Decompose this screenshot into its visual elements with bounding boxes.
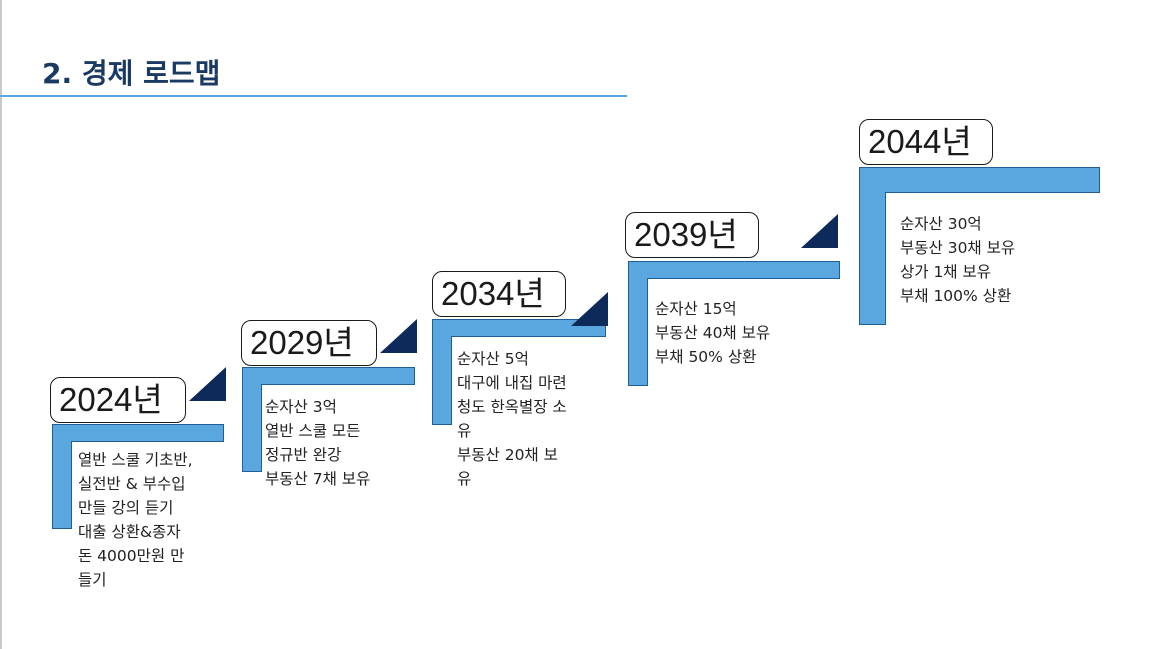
- slide-title: 2. 경제 로드맵: [42, 57, 221, 90]
- goal-line: 유: [457, 422, 472, 440]
- step-bar: [52, 424, 224, 442]
- goal-line: 돈 4000만원 만: [78, 547, 185, 565]
- step-post: [432, 336, 452, 425]
- year-label: 2029년: [241, 320, 377, 366]
- step-post: [859, 192, 886, 325]
- arrow-triangle: [188, 366, 228, 402]
- goal-line: 들기: [78, 571, 107, 589]
- goal-line: 청도 한옥별장 소: [457, 398, 567, 416]
- goal-line: 부채 100% 상환: [900, 287, 1012, 305]
- goal-line: 대구에 내집 마련: [457, 374, 567, 392]
- goal-line: 부동산 20채 보: [457, 446, 558, 464]
- arrow-triangle: [800, 213, 840, 249]
- step-post: [52, 441, 72, 529]
- year-label: 2034년: [432, 271, 566, 317]
- step-bar: [859, 167, 1100, 193]
- goal-line: 순자산 5억: [457, 350, 529, 368]
- step-bar: [628, 261, 840, 279]
- goal-line: 열반 스쿨 모든: [265, 422, 361, 440]
- year-label: 2044년: [859, 119, 993, 165]
- arrow-triangle: [379, 318, 419, 354]
- goal-line: 만들 강의 듣기: [78, 499, 174, 517]
- title-underline: [0, 95, 627, 97]
- arrow-triangle: [570, 291, 610, 327]
- step-goals: 순자산 5억 대구에 내집 마련 청도 한옥별장 소 유 부동산 20채 보 유: [457, 347, 567, 491]
- goal-line: 실전반 & 부수입: [78, 475, 186, 493]
- goal-line: 부동산 30채 보유: [900, 239, 1016, 257]
- step-goals: 순자산 3억 열반 스쿨 모든 정규반 완강 부동산 7채 보유: [265, 395, 370, 491]
- goal-line: 유: [457, 470, 472, 488]
- goal-line: 정규반 완강: [265, 446, 342, 464]
- step-bar: [242, 367, 415, 385]
- step-post: [628, 278, 648, 386]
- goal-line: 열반 스쿨 기초반,: [78, 451, 193, 469]
- step-bar: [432, 319, 606, 337]
- slide-left-border: [0, 0, 2, 649]
- year-label: 2039년: [625, 212, 759, 258]
- goal-line: 상가 1채 보유: [900, 263, 992, 281]
- goal-line: 순자산 30억: [900, 215, 982, 233]
- goal-line: 부채 50% 상환: [655, 348, 757, 366]
- goal-line: 순자산 3억: [265, 398, 337, 416]
- step-goals: 순자산 15억 부동산 40채 보유 부채 50% 상환: [655, 297, 770, 369]
- year-label: 2024년: [50, 377, 186, 423]
- step-goals: 열반 스쿨 기초반, 실전반 & 부수입 만들 강의 듣기 대출 상환&종자 돈…: [78, 448, 193, 592]
- step-post: [242, 384, 262, 472]
- goal-line: 대출 상환&종자: [78, 523, 181, 541]
- goal-line: 순자산 15억: [655, 300, 737, 318]
- goal-line: 부동산 40채 보유: [655, 324, 771, 342]
- goal-line: 부동산 7채 보유: [265, 470, 371, 488]
- step-goals: 순자산 30억 부동산 30채 보유 상가 1채 보유 부채 100% 상환: [900, 212, 1015, 308]
